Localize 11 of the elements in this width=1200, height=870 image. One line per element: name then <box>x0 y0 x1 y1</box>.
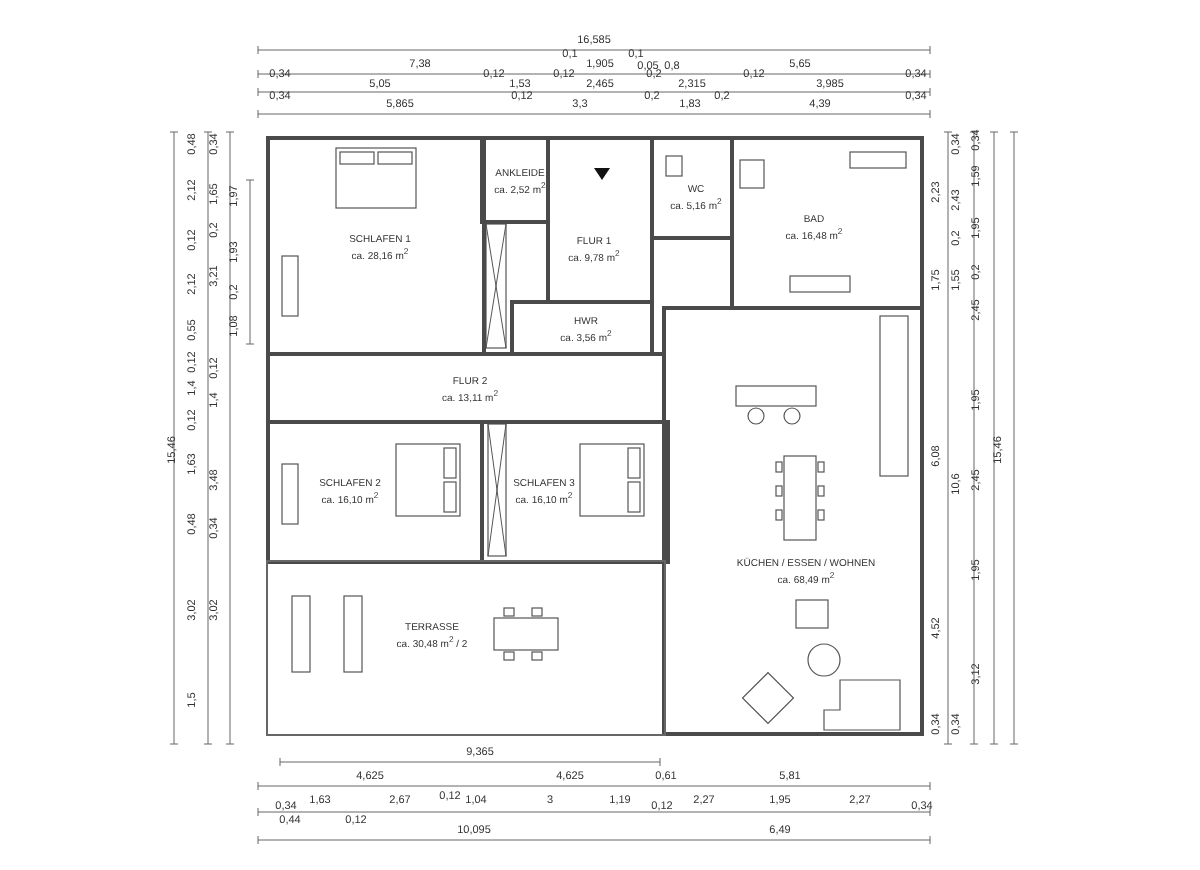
room <box>266 420 484 564</box>
room <box>266 352 666 424</box>
room <box>480 420 670 564</box>
terrace-area <box>266 560 666 736</box>
room <box>650 136 734 240</box>
room <box>662 306 924 736</box>
room <box>480 136 550 224</box>
room <box>730 136 924 310</box>
room <box>546 136 654 304</box>
room <box>266 136 486 356</box>
room <box>510 300 654 356</box>
